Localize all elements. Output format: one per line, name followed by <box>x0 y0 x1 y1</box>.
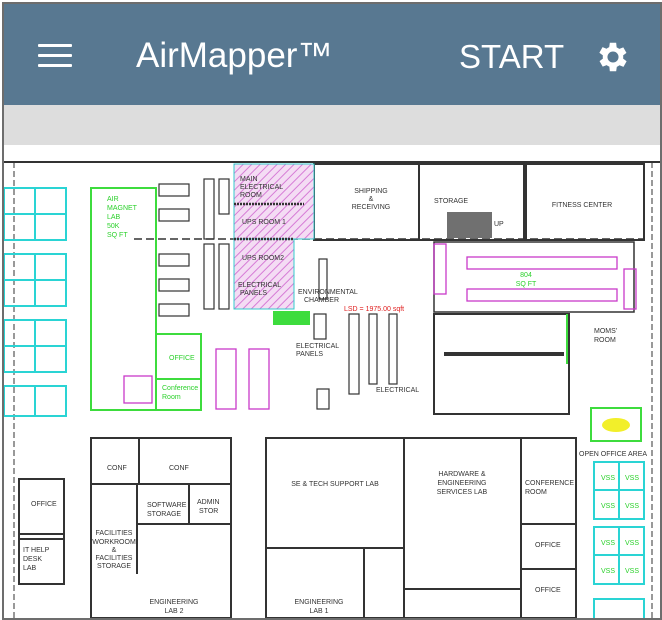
room-label: MAIN <box>240 176 258 183</box>
room-label: LAB 1 <box>309 608 328 615</box>
app-bar: AirMapper™ START <box>4 4 660 105</box>
room-label: OFFICE <box>535 542 561 549</box>
room-label: ELECTRICAL <box>376 387 419 394</box>
room-label: DESK <box>23 556 42 563</box>
room-label: LAB <box>107 214 121 221</box>
room-label: VSS <box>625 475 639 482</box>
room-label: MOMS' <box>594 328 617 335</box>
magenta-desks <box>123 243 637 410</box>
room-label: RECEIVING <box>352 204 391 211</box>
room-label: ROOM <box>240 192 262 199</box>
gear-icon[interactable] <box>594 38 632 76</box>
room-label: 804 <box>520 272 532 279</box>
room-label: IT HELP <box>23 547 50 554</box>
room-label: LSD = 1975.00 sqft <box>344 306 404 313</box>
room-label: VSS <box>601 540 615 547</box>
room-label: ENGINEERING <box>294 599 343 606</box>
hatched-electrical-area <box>233 163 315 310</box>
room-label: ENGINEERING <box>149 599 198 606</box>
room-label: VSS <box>601 568 615 575</box>
room-label: CHAMBER <box>304 297 339 304</box>
room-label: CONF <box>169 465 189 472</box>
room-label: 50K <box>107 223 120 230</box>
room-label: UPS ROOM 1 <box>242 219 286 226</box>
start-button[interactable]: START <box>459 38 565 75</box>
yellow-table <box>602 418 630 432</box>
room-label: Conference <box>162 385 198 392</box>
room-label: STOR <box>199 508 218 515</box>
room-label: OFFICE <box>169 355 195 362</box>
room-label: STORAGE <box>97 563 131 570</box>
room-label: SE & TECH SUPPORT LAB <box>291 481 379 488</box>
room-label: SOFTWARE <box>147 502 187 509</box>
room-label: LAB <box>23 565 37 572</box>
app-title: AirMapper™ <box>136 36 333 75</box>
room-label: SQ FT <box>107 232 128 239</box>
room-label: VSS <box>601 475 615 482</box>
green-zones <box>90 187 642 442</box>
room-label: & <box>112 547 117 554</box>
room-label: ROOM <box>525 489 547 496</box>
room-label: ENVIRONMENTAL <box>298 289 358 296</box>
room-label: CONFERENCE <box>525 480 574 487</box>
room-label: SQ FT <box>516 281 537 288</box>
room-label: ELECTRICAL <box>238 282 281 289</box>
room-label: LAB 2 <box>164 608 183 615</box>
room-label: ADMIN <box>197 499 220 506</box>
room-label: FACILITIES <box>96 555 133 562</box>
status-strip <box>4 105 660 145</box>
room-label: OFFICE <box>31 501 57 508</box>
room-label: ROOM <box>594 337 616 344</box>
room-label: ELECTRICAL <box>240 184 283 191</box>
room-label: SHIPPING <box>354 188 387 195</box>
room-label: FITNESS CENTER <box>552 202 612 209</box>
room-label: PANELS <box>296 351 323 358</box>
room-label: VSS <box>625 568 639 575</box>
floor-plan-map[interactable]: MAIN ELECTRICAL ROOM UPS ROOM 1 UPS ROOM… <box>4 145 660 618</box>
room-label: VSS <box>625 503 639 510</box>
room-label: VSS <box>601 503 615 510</box>
room-labels: MAIN ELECTRICAL ROOM UPS ROOM 1 UPS ROOM… <box>23 176 647 615</box>
room-label: & <box>369 196 374 203</box>
room-label: FACILITIES <box>96 530 133 537</box>
room-label: ENGINEERING <box>437 480 486 487</box>
room-label: OPEN OFFICE AREA <box>579 451 647 458</box>
room-label: UPS ROOM2 <box>242 255 284 262</box>
room-label: OFFICE <box>535 587 561 594</box>
room-label: ELECTRICAL <box>296 343 339 350</box>
room-label: MAGNET <box>107 205 138 212</box>
hamburger-menu-icon[interactable] <box>38 44 72 68</box>
cyan-workstations <box>4 187 645 618</box>
walls <box>4 161 660 618</box>
room-label: CONF <box>107 465 127 472</box>
room-label: AIR <box>107 196 119 203</box>
room-label: PANELS <box>240 290 267 297</box>
room-label: VSS <box>625 540 639 547</box>
room-label: SERVICES LAB <box>437 489 488 496</box>
room-label: STORAGE <box>147 511 181 518</box>
room-label: UP <box>494 221 504 228</box>
room-label: Room <box>162 394 181 401</box>
room-label: STORAGE <box>434 198 468 205</box>
room-label: HARDWARE & <box>438 471 486 478</box>
room-label: WORKROOM <box>92 539 136 546</box>
